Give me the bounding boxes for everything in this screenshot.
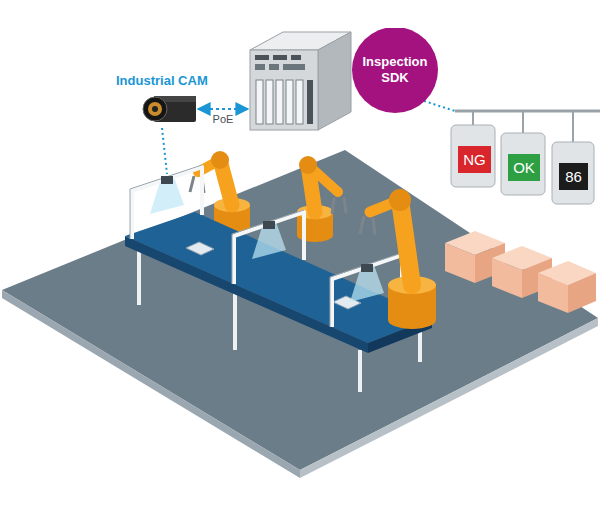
node-text: 86	[565, 168, 582, 185]
industrial-pc	[283, 64, 305, 70]
camera-lens	[152, 106, 158, 112]
camera-node: Industrial CAM	[142, 92, 198, 126]
conveyor-leg	[137, 250, 141, 305]
workpiece	[186, 242, 214, 255]
industrial-pc	[250, 32, 351, 130]
inspection-arch	[130, 165, 402, 327]
cardboard-box	[445, 243, 475, 283]
inspection-arch	[130, 165, 202, 239]
industrial-pc	[256, 80, 263, 124]
robot-arm	[360, 189, 436, 329]
industrial-pc	[255, 64, 265, 70]
industrial-pc	[250, 50, 318, 130]
robot-arm	[211, 151, 229, 169]
industrial-pc	[273, 55, 287, 60]
industrial-pc	[291, 55, 301, 60]
robot-arm	[388, 311, 436, 329]
inspection-arch	[350, 265, 384, 302]
camera-label: Industrial CAM	[116, 73, 208, 88]
cardboard-box	[538, 273, 568, 313]
conveyor-leg	[233, 293, 237, 350]
factory-floor	[2, 150, 598, 470]
robot-arm	[389, 189, 411, 211]
industrial-pc	[307, 80, 313, 124]
sdk-label: Inspection SDK	[355, 54, 435, 86]
sdk-node: Inspection SDK	[248, 28, 440, 134]
inspection-arch	[361, 264, 373, 272]
node-text: OK	[513, 159, 535, 176]
industrial-pc	[266, 80, 273, 124]
inspection-arch	[130, 165, 402, 327]
signal-rail	[522, 111, 524, 133]
sdk-circle	[352, 28, 438, 113]
display-panel	[451, 125, 495, 187]
factory-floor	[2, 150, 598, 478]
robot-arm	[299, 156, 317, 174]
camera-view-line	[162, 128, 167, 174]
robot-arm	[400, 200, 412, 285]
signal-rail	[424, 101, 455, 111]
camera-lens	[143, 97, 167, 121]
edge-label-box: PoE	[211, 113, 236, 126]
conveyor-belt	[125, 212, 432, 353]
inspection-arch	[232, 210, 304, 284]
industrial-pc	[286, 80, 293, 124]
node-text: Industrial CAM	[116, 73, 208, 88]
poe-connector	[198, 108, 248, 110]
camera-view-line	[162, 128, 167, 174]
node-text: Inspection SDK	[355, 54, 435, 86]
industrial-pc	[296, 80, 303, 124]
node-text: NG	[463, 151, 486, 168]
camera-icon	[142, 92, 198, 126]
status-sign: NG	[458, 146, 491, 173]
conveyor-belt	[125, 212, 432, 343]
industrial-pc	[318, 32, 351, 130]
signal-rail	[455, 110, 600, 113]
industrial-pc	[276, 80, 283, 124]
conveyor-leg	[358, 350, 362, 392]
cardboard-box	[445, 231, 596, 313]
signal-rail	[472, 111, 474, 125]
industrial-pc	[255, 55, 269, 60]
inspection-arch	[252, 222, 286, 259]
inspection-arch	[132, 167, 202, 239]
display-panel	[451, 125, 594, 204]
display-panel	[501, 133, 545, 195]
counter-sign: 86	[559, 163, 588, 190]
camera-lens	[148, 102, 162, 116]
industrial-pc	[269, 64, 279, 70]
robot-arm	[332, 197, 346, 214]
robot-arm	[360, 216, 375, 235]
inspection-arch	[132, 167, 402, 327]
cardboard-box	[492, 258, 522, 298]
factory-floor	[2, 290, 300, 478]
display-panel	[552, 142, 594, 204]
edge-label: PoE	[213, 113, 234, 126]
cardboard-box	[568, 273, 596, 313]
inspection-arch	[161, 176, 173, 184]
status-sign: OK	[508, 154, 540, 181]
sdk-circle	[248, 28, 440, 134]
signal-rail	[572, 111, 574, 142]
inspection-arch	[234, 212, 304, 284]
inspection-arch	[263, 221, 275, 229]
industrial-pc	[256, 80, 303, 124]
